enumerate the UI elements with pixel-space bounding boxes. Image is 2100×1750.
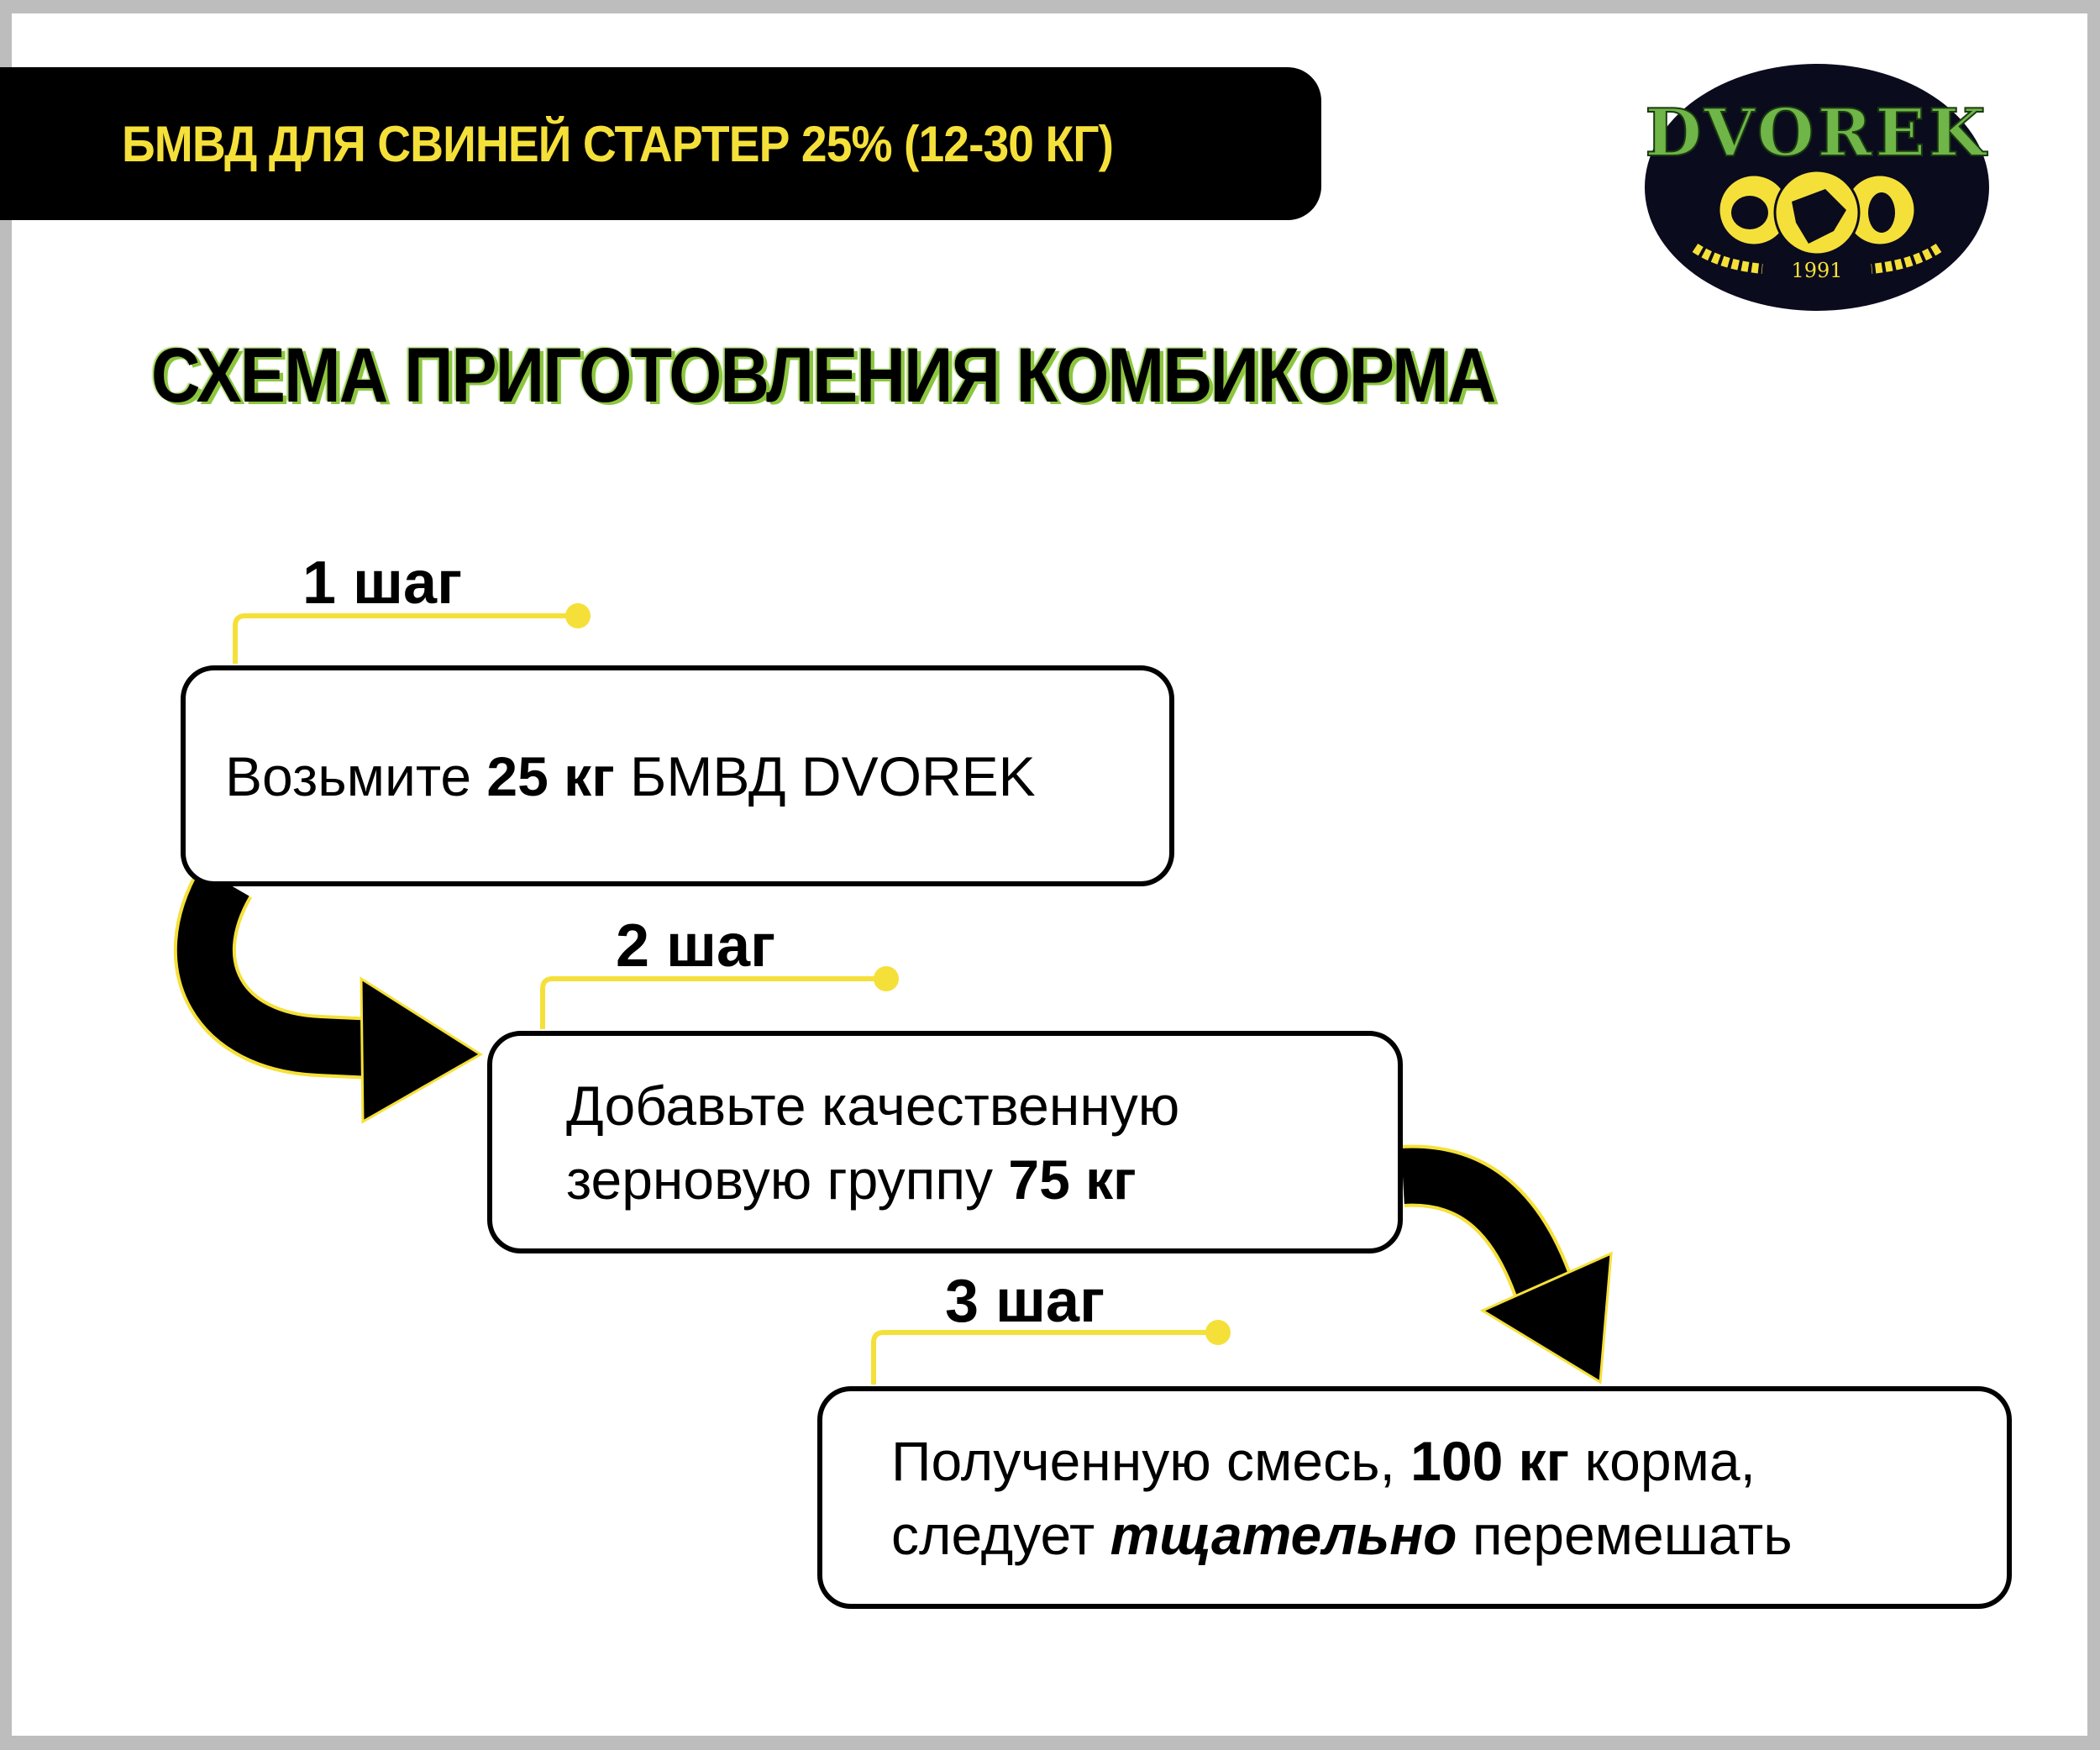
step-1-dot — [565, 603, 591, 628]
product-title: БМВД ДЛЯ СВИНЕЙ СТАРТЕР 25% (12-30 КГ) — [122, 115, 1114, 172]
arrow-step2-to-step3 — [1400, 1144, 1613, 1385]
dvorek-logo: DVOREK 1991 — [1645, 64, 1989, 311]
step-2-dot — [874, 966, 899, 991]
step-3-line-1: Полученную смесь, 100 кг корма, — [891, 1429, 1756, 1492]
step-3-line-2: следует тщательно перемешать — [891, 1503, 1793, 1566]
step-2-label: 2 шаг — [616, 912, 776, 980]
step-1-connector — [233, 613, 578, 664]
step-2-line-2: зерновую группу 75 кг — [566, 1148, 1137, 1211]
svg-text:DVOREK: DVOREK — [1645, 95, 1988, 171]
step-2-box: Добавьте качественную зерновую группу 75… — [487, 1031, 1403, 1253]
step-3-dot — [1205, 1320, 1231, 1345]
step-2-connector — [540, 976, 886, 1029]
header-bar: БМВД ДЛЯ СВИНЕЙ СТАРТЕР 25% (12-30 КГ) — [0, 67, 1321, 220]
step-3-connector — [871, 1330, 1218, 1385]
step-3-label: 3 шаг — [945, 1268, 1105, 1335]
main-title: СХЕМА ПРИГОТОВЛЕНИЯ КОМБИКОРМА — [151, 333, 1496, 418]
step-1-text: Возьмите 25 кг БМВД DVOREK — [225, 744, 1036, 807]
step-2-line-1: Добавьте качественную — [566, 1074, 1180, 1137]
step-3-box: Полученную смесь, 100 кг корма, следует … — [817, 1386, 2012, 1609]
step-1-label: 1 шаг — [302, 549, 463, 617]
step-1-box: Возьмите 25 кг БМВД DVOREK — [181, 665, 1174, 886]
arrow-step1-to-step2 — [173, 866, 483, 1124]
svg-text:1991: 1991 — [1791, 259, 1842, 282]
